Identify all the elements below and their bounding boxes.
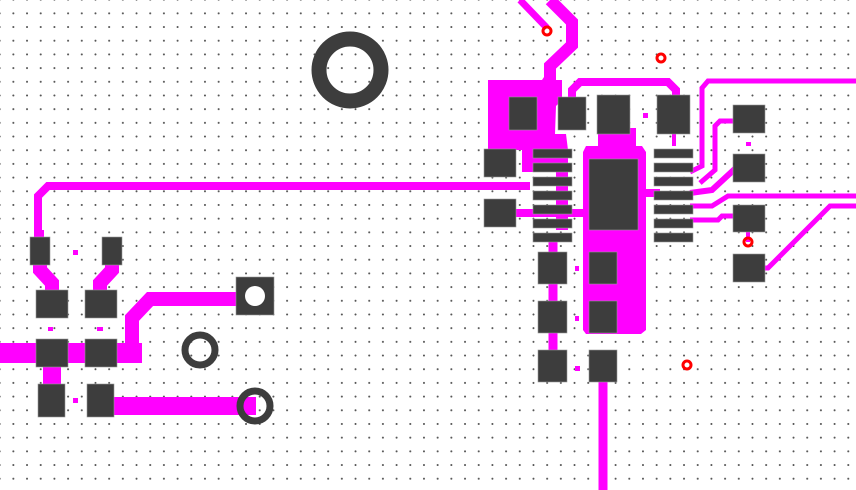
pad-b1[interactable] xyxy=(537,251,568,285)
pad-u1[interactable] xyxy=(508,96,538,131)
pad-b4[interactable] xyxy=(588,300,618,334)
ref-marker xyxy=(48,327,53,331)
through-holes xyxy=(181,31,389,425)
ic-pin-13[interactable] xyxy=(653,162,694,173)
trace-header-1[interactable] xyxy=(125,292,256,360)
pad-b5[interactable] xyxy=(537,349,568,383)
trace-top-main[interactable] xyxy=(544,0,578,82)
pad-u4[interactable] xyxy=(656,94,691,135)
ic-pin-7[interactable] xyxy=(532,232,573,243)
ref-marker xyxy=(575,316,579,321)
trace-top-loop[interactable] xyxy=(568,78,680,100)
ic-pin-8[interactable] xyxy=(653,232,694,243)
header-pad-square[interactable] xyxy=(235,276,275,316)
ic-pin-4[interactable] xyxy=(532,190,573,201)
ref-marker xyxy=(746,142,751,146)
smd-pads xyxy=(29,94,766,418)
ref-marker xyxy=(575,266,579,271)
via-4[interactable] xyxy=(681,359,693,371)
ref-marker xyxy=(643,113,648,118)
pad-r2[interactable] xyxy=(732,153,766,183)
pad-b6[interactable] xyxy=(588,349,618,383)
pad-lc6[interactable] xyxy=(84,338,118,368)
pad-l1[interactable] xyxy=(483,148,517,178)
pad-u2[interactable] xyxy=(557,96,587,131)
pad-lc7[interactable] xyxy=(37,383,66,418)
header-pad-round-bottom[interactable] xyxy=(236,387,274,425)
via-1[interactable] xyxy=(541,25,553,37)
pad-u3[interactable] xyxy=(596,94,631,135)
copper-pour-upper-left[interactable] xyxy=(488,66,568,230)
pad-lc2[interactable] xyxy=(101,236,123,266)
ic-pin-5[interactable] xyxy=(532,204,573,215)
ref-marker xyxy=(97,327,103,331)
ic-pin-10[interactable] xyxy=(653,204,694,215)
ic-pin-9[interactable] xyxy=(653,218,694,229)
ic-pin-3[interactable] xyxy=(532,176,573,187)
ref-marker xyxy=(73,398,78,403)
trace-right-long[interactable] xyxy=(690,193,856,209)
ref-marker xyxy=(73,250,78,255)
reference-markers xyxy=(48,113,751,403)
mounting-hole-large[interactable] xyxy=(311,31,389,109)
ic-pin-1[interactable] xyxy=(532,148,573,159)
pad-l2[interactable] xyxy=(483,198,517,228)
ic-pin-2[interactable] xyxy=(532,162,573,173)
ref-marker xyxy=(575,366,580,371)
ic-pin-6[interactable] xyxy=(532,218,573,229)
vias xyxy=(541,25,754,371)
trace-right-pad4[interactable] xyxy=(760,203,856,271)
pad-b2[interactable] xyxy=(588,251,618,285)
trace-right-pad1[interactable] xyxy=(698,118,738,185)
header-pad-round-middle[interactable] xyxy=(181,331,219,369)
via-2[interactable] xyxy=(655,52,667,64)
ic-pin-11[interactable] xyxy=(653,190,694,201)
pad-b3[interactable] xyxy=(537,300,568,334)
trace-right-pad3[interactable] xyxy=(690,213,740,223)
pad-r3[interactable] xyxy=(732,204,766,233)
ic-pin-12[interactable] xyxy=(653,176,694,187)
pad-r4[interactable] xyxy=(732,253,766,283)
via-3[interactable] xyxy=(742,236,754,248)
pad-lc8[interactable] xyxy=(86,383,115,418)
ic-pin-14[interactable] xyxy=(653,148,694,159)
pad-lc3[interactable] xyxy=(35,289,69,319)
ic-exposed-pad[interactable] xyxy=(588,158,639,231)
trace-right-pad2[interactable] xyxy=(689,163,741,196)
trace-right-top[interactable] xyxy=(688,78,856,175)
trace-top-diag[interactable] xyxy=(517,0,550,31)
pad-lc1[interactable] xyxy=(29,236,51,266)
pad-r1[interactable] xyxy=(732,104,766,134)
pad-lc5[interactable] xyxy=(35,338,69,368)
pad-lc4[interactable] xyxy=(84,289,118,319)
trace-left-long[interactable] xyxy=(34,182,530,252)
